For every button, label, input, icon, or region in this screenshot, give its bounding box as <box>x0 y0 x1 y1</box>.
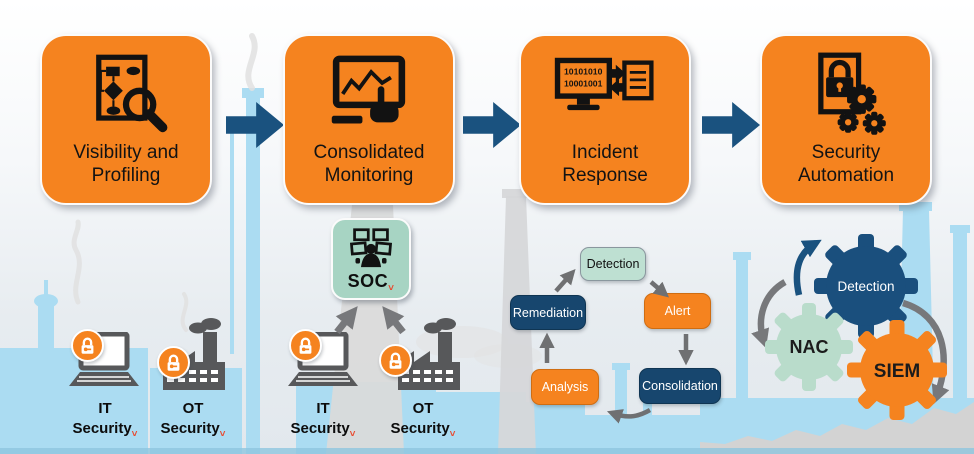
cycle-node-label: Analysis <box>541 380 589 394</box>
document-lock-gears-icon <box>801 49 891 141</box>
flow-arrow-icon <box>702 102 760 148</box>
automation-gears-group: Detection NAC SIEM <box>751 234 950 420</box>
soc-operations-icon <box>349 227 393 267</box>
factory-icon <box>398 318 460 390</box>
cycle-node-label: Alert <box>664 304 691 318</box>
lock-badge-icon <box>379 344 412 377</box>
step-box-visibility-profiling: Visibility and Profiling <box>40 34 212 205</box>
step-box-incident-response: 10101010 10001001 Incident Response <box>519 34 691 205</box>
flow-arrow-icon <box>226 102 284 148</box>
cycle-node-label: Remediation <box>512 305 584 320</box>
endpoint-label-ot-security: OT Security˅ <box>147 399 239 440</box>
soc-label: SOC˅ <box>347 270 395 294</box>
spellcheck-mark: ˅ <box>219 428 226 440</box>
gear-nac: NAC <box>765 303 853 391</box>
spellcheck-mark: ˅ <box>349 428 356 440</box>
cycle-node-remediation: Remediation <box>510 295 586 330</box>
soc-label-text: SOC <box>347 270 389 291</box>
gear-label: NAC <box>790 337 829 357</box>
gear-arrow-navy <box>793 239 822 296</box>
step-label: Visibility and Profiling <box>73 141 179 186</box>
step-label: Incident Response <box>562 141 648 186</box>
gear-detection: Detection <box>814 234 918 338</box>
gear-label: Detection <box>837 279 894 294</box>
gear-arrow-gray-right <box>901 299 950 405</box>
endpoint-label-text: IT Security <box>72 400 132 437</box>
endpoint-label-ot-security: OT Security˅ <box>377 399 469 440</box>
spellcheck-mark: ˅ <box>449 428 456 440</box>
monitor-chart-hand-icon <box>323 49 415 141</box>
lock-badge-icon <box>71 329 104 362</box>
endpoint-label-it-security: IT Security˅ <box>59 399 151 440</box>
spellcheck-mark: ˅ <box>388 282 395 294</box>
step-box-consolidated-monitoring: Consolidated Monitoring <box>283 34 455 205</box>
gear-siem: SIEM <box>847 320 947 420</box>
cycle-node-alert: Alert <box>644 293 711 329</box>
spellcheck-mark: ˅ <box>131 428 138 440</box>
endpoint-label-text: OT Security <box>160 400 220 437</box>
endpoint-label-text: OT Security <box>390 400 450 437</box>
cycle-node-detection: Detection <box>580 247 646 281</box>
flowchart-magnifier-icon <box>81 49 171 141</box>
lock-badge-icon <box>157 346 190 379</box>
binary-text-line1: 10101010 <box>564 66 603 76</box>
step-label: Consolidated Monitoring <box>313 141 425 186</box>
cycle-node-consolidation: Consolidation <box>639 368 721 404</box>
cycle-node-label: Detection <box>586 257 640 271</box>
cycle-node-analysis: Analysis <box>531 369 599 405</box>
gear-arrow-gray-left <box>751 279 787 349</box>
endpoint-label-it-security: IT Security˅ <box>277 399 369 440</box>
gear-label: SIEM <box>874 361 920 382</box>
binary-text-line2: 10001001 <box>564 78 603 88</box>
flow-arrow-icon <box>463 102 521 148</box>
soc-box: SOC˅ <box>331 218 411 300</box>
cycle-node-label: Consolidation <box>642 379 718 393</box>
endpoint-label-text: IT Security <box>290 400 350 437</box>
monitor-binary-report-icon: 10101010 10001001 <box>553 49 657 141</box>
step-box-security-automation: Security Automation <box>760 34 932 205</box>
step-label: Security Automation <box>797 141 895 186</box>
lock-badge-icon <box>289 329 322 362</box>
